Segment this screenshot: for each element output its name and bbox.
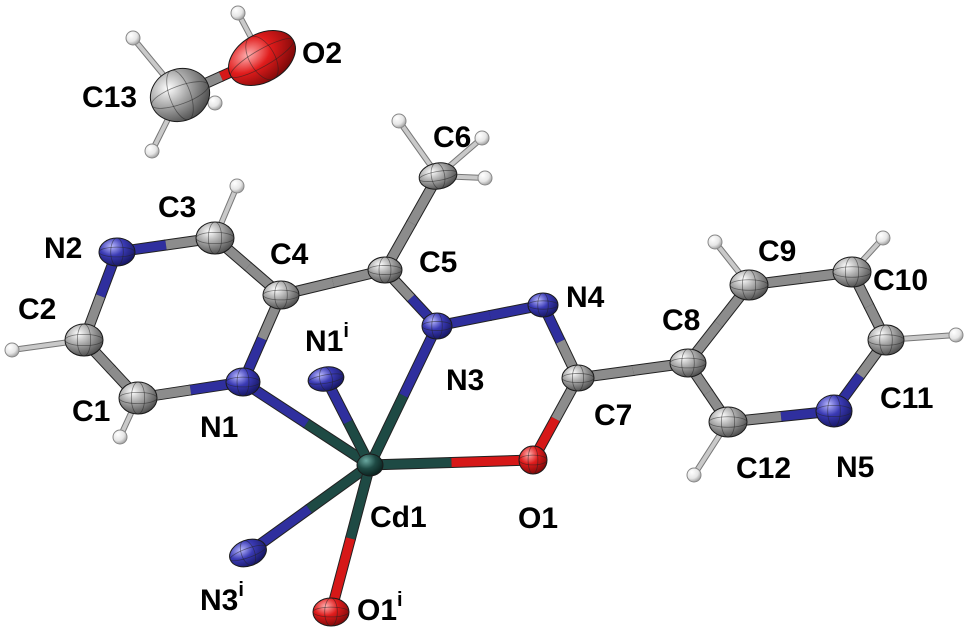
atom-label-text: C2: [18, 293, 56, 326]
atom-label-text: N2: [44, 232, 82, 265]
atom-label-N4: N4: [566, 281, 605, 314]
atom-label-C12: C12: [736, 452, 791, 485]
atom-label-text: C12: [736, 452, 791, 485]
atom-label-text: N4: [566, 281, 605, 314]
atom-N3: [421, 312, 453, 340]
atom-label-text: O1: [518, 502, 558, 535]
atom-label-text: C7: [594, 399, 632, 432]
atom-C10: [832, 256, 872, 288]
atom-label-N3i: N3i: [200, 579, 244, 617]
bond-N3-N4: [431, 299, 549, 332]
atom-label-text: N1: [305, 325, 343, 358]
atom-label-C7: C7: [594, 399, 632, 432]
atom-label-C10: C10: [873, 264, 928, 297]
atom-C6: [418, 162, 458, 190]
atom-N1i: [307, 366, 345, 392]
atom-N2: [98, 237, 136, 267]
atom-N5: [815, 394, 853, 428]
atom-label-superscript: i: [397, 589, 403, 611]
atom-label-text: N1: [200, 411, 238, 444]
atom-label-C8: C8: [662, 304, 700, 337]
atom-label-text: C1: [72, 395, 110, 428]
atom-label-O1i: O1i: [357, 589, 403, 627]
atom-Cd1: [356, 453, 384, 477]
atom-N3i: [229, 538, 267, 568]
atom-label-C3: C3: [158, 191, 196, 224]
atom-label-C9: C9: [758, 235, 796, 268]
atom-C11: [867, 324, 905, 356]
atom-label-C5: C5: [419, 246, 457, 279]
atom-O2: [228, 30, 296, 86]
atom-label-N5: N5: [836, 451, 874, 484]
atom-label-C11: C11: [880, 382, 933, 415]
atom-label-text: C4: [270, 238, 309, 271]
atom-C5: [367, 256, 403, 284]
atom-label-superscript: i: [343, 320, 349, 342]
atom-C7: [561, 364, 595, 392]
bond-Cd1-O1: [364, 454, 539, 471]
atom-C12: [708, 406, 748, 438]
atom-label-text: C13: [82, 81, 137, 114]
atom-label-superscript: i: [238, 579, 244, 601]
atom-label-O2: O2: [302, 37, 342, 70]
atom-label-text: C11: [880, 382, 933, 415]
atom-label-N1i: N1i: [305, 320, 349, 358]
atom-label-text: C5: [419, 246, 457, 279]
atom-label-N3: N3: [446, 364, 484, 397]
atom-label-N1: N1: [200, 411, 238, 444]
atom-label-text: C6: [433, 121, 471, 154]
atom-C1: [118, 381, 158, 415]
atom-O1i: [312, 597, 350, 627]
atom-label-C13: C13: [82, 81, 137, 114]
atom-C4: [262, 280, 300, 310]
atom-label-Cd1: Cd1: [370, 501, 427, 534]
atom-label-text: C3: [158, 191, 196, 224]
atom-label-C2: C2: [18, 293, 56, 326]
atom-label-text: C8: [662, 304, 700, 337]
atom-label-text: C10: [873, 264, 928, 297]
atom-N4: [527, 292, 559, 318]
atom-label-C4: C4: [270, 238, 309, 271]
atom-C8: [669, 348, 707, 378]
atom-label-text: N3: [200, 584, 238, 617]
atom-label-text: Cd1: [370, 501, 427, 534]
atom-C13: [149, 68, 211, 122]
atom-label-text: N3: [446, 364, 484, 397]
atom-label-C6: C6: [433, 121, 471, 154]
atom-label-text: C9: [758, 235, 796, 268]
atom-label-text: N5: [836, 451, 874, 484]
bond-Cd1-N3: [364, 320, 443, 471]
atom-N1: [225, 367, 261, 397]
atom-label-text: O1: [357, 594, 397, 627]
atom-C9: [729, 269, 769, 301]
atom-label-C1: C1: [72, 395, 110, 428]
atom-O1: [518, 445, 548, 475]
atom-label-O1: O1: [518, 502, 558, 535]
atom-C3: [195, 221, 235, 255]
atom-C2: [64, 323, 104, 357]
atom-label-text: O2: [302, 37, 342, 70]
atom-label-N2: N2: [44, 232, 82, 265]
